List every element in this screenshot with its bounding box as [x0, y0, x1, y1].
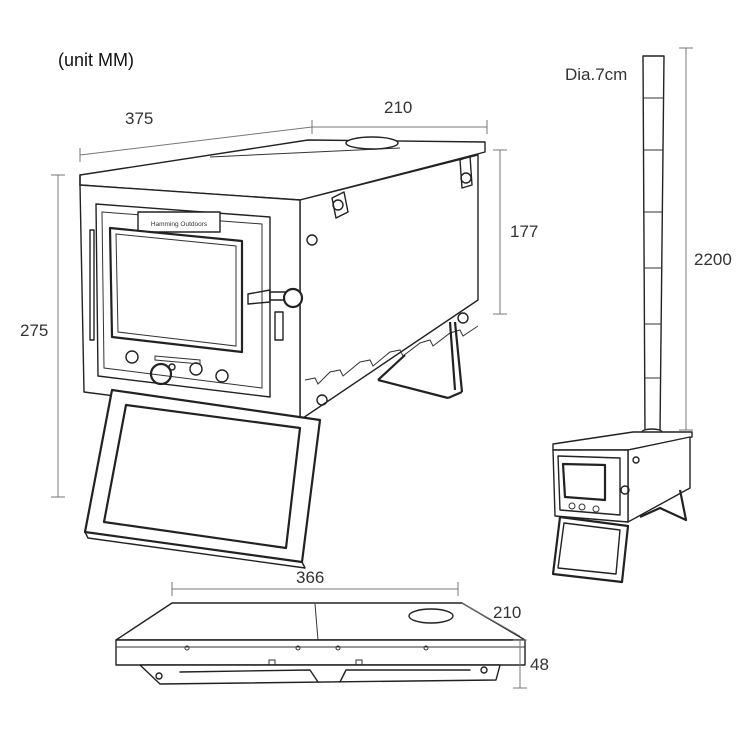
folded-flue-hole [408, 608, 454, 624]
air-vent [125, 350, 139, 364]
side-clips [306, 155, 473, 406]
dim-stove-length: 375 [125, 109, 153, 128]
door-window [108, 226, 244, 354]
main-dimension-lines: 375 210 177 275 [20, 98, 538, 498]
side-leg [377, 321, 464, 400]
main-stove: Hamming Outdoors [79, 136, 486, 569]
dim-stove-width: 210 [384, 98, 412, 117]
folded-top [115, 602, 526, 641]
air-vent [215, 369, 229, 383]
air-vent [189, 362, 203, 376]
flue-hole [345, 136, 399, 150]
dim-folded-height: 48 [530, 655, 549, 674]
folded-dimension-lines: 366 210 48 [171, 568, 549, 689]
door-hinge [89, 229, 95, 341]
pipe-diameter-label: Dia.7cm [565, 65, 627, 84]
unit-label: (unit MM) [58, 50, 134, 70]
folded-stove [115, 602, 526, 685]
stove-with-chimney: Dia.7cm 2200 [551, 47, 732, 584]
dim-total-height: 275 [20, 321, 48, 340]
dim-pipe-height: 2200 [694, 250, 732, 269]
dim-body-height: 177 [510, 222, 538, 241]
door-latch [247, 287, 304, 341]
dim-folded-width: 210 [493, 603, 521, 622]
damper-knob [149, 362, 173, 386]
folded-body [115, 639, 526, 666]
door-badge-text: Hamming Outdoors [151, 221, 208, 228]
dim-folded-length: 366 [296, 568, 324, 587]
stove-side-panel [299, 154, 479, 421]
chimney-pipe [642, 55, 665, 433]
door-badge [137, 211, 221, 233]
